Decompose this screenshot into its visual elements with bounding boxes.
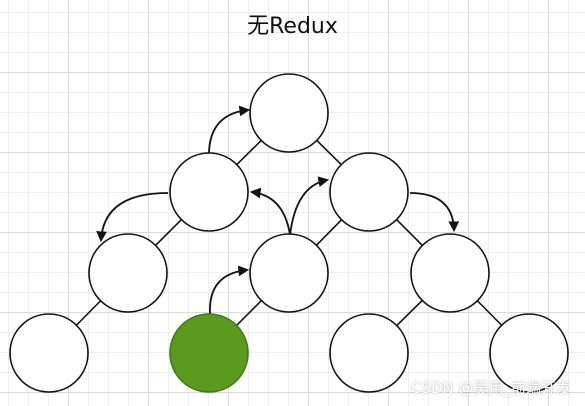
arrow-l3-b-to-l2-b [209, 265, 250, 315]
edge-root-l1-left [236, 139, 262, 166]
arrow-l2-b-to-l1-left [249, 187, 291, 236]
node-l1-left [169, 152, 249, 232]
edge-l2-c-l3-d [476, 300, 503, 326]
arrow-l2-b-to-l1-right [289, 176, 330, 236]
arrow-l1-right-to-l2-c [409, 192, 460, 233]
node-l2-a [88, 233, 168, 313]
node-l3-a [9, 313, 89, 393]
diagram-title: 无Redux [247, 14, 338, 39]
node-l3-c [329, 313, 409, 393]
edge-l2-b-l3-b [236, 300, 262, 326]
edge-root-l1-right [316, 139, 342, 166]
node-l3-b-active [169, 313, 249, 393]
node-l3-d [489, 313, 569, 393]
arrow-l1-left-to-l2-a [96, 192, 169, 243]
edge-l1-left-l2-a [155, 219, 182, 246]
node-l2-c [410, 233, 490, 313]
edge-l2-a-l3-a [75, 300, 102, 326]
edge-l2-c-l3-c [396, 299, 423, 327]
node-root [249, 73, 329, 153]
edge-l1-right-l2-c [396, 219, 423, 246]
watermark: CSDN @吴用_前端开发 [410, 379, 571, 397]
arrow-l1-left-to-root [208, 105, 251, 154]
node-l2-b [249, 233, 329, 313]
edge-l1-right-l2-b [315, 219, 343, 246]
node-l1-right [329, 152, 409, 232]
